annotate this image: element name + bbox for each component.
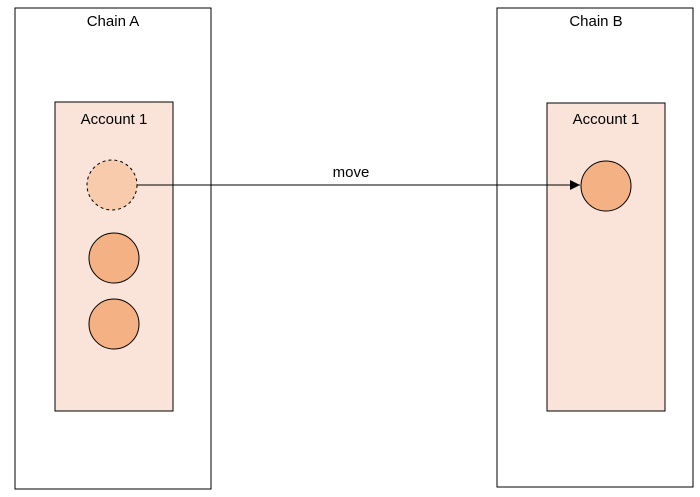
chain-a: Chain A Account 1 bbox=[14, 7, 212, 490]
chain-b-account-title: Account 1 bbox=[573, 111, 640, 128]
chain-a-title: Chain A bbox=[87, 13, 140, 30]
chain-a-account: Account 1 bbox=[54, 101, 174, 412]
token bbox=[88, 298, 140, 350]
token bbox=[88, 232, 140, 284]
token bbox=[580, 160, 632, 212]
moved-token-placeholder bbox=[86, 159, 138, 211]
chain-a-account-title: Account 1 bbox=[81, 111, 148, 128]
move-label: move bbox=[333, 164, 370, 181]
chain-b-title: Chain B bbox=[569, 13, 622, 30]
chain-b-account: Account 1 bbox=[546, 102, 666, 412]
chain-b-account-box bbox=[546, 102, 666, 412]
chain-b: Chain B Account 1 bbox=[496, 7, 694, 488]
move-arrow: move bbox=[137, 164, 580, 190]
